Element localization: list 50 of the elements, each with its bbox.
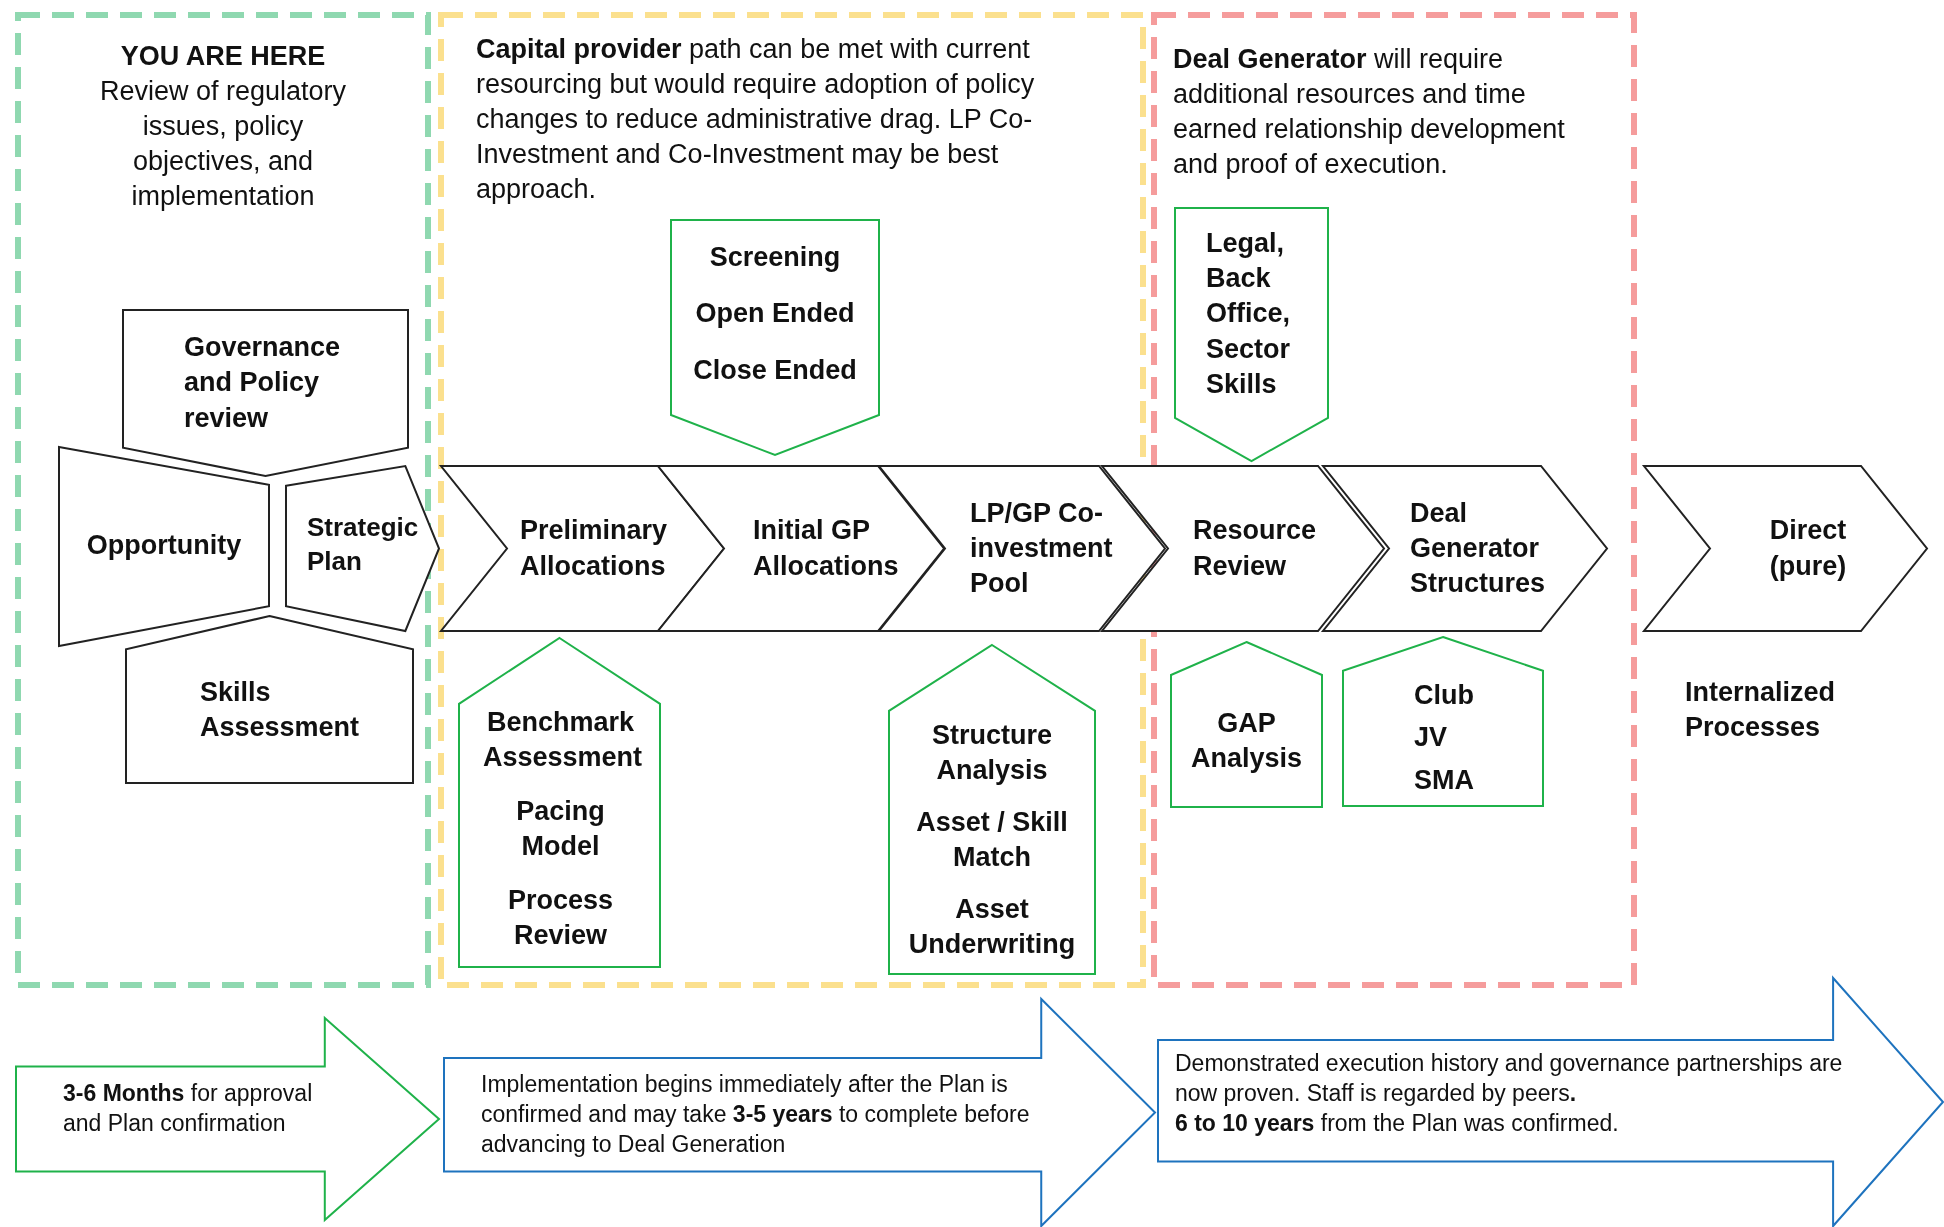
pentagon-callout xyxy=(122,309,409,477)
timeline-text: Demonstrated execution history and governance partnerships are now proven. Staff is regarded by peers. xyxy=(1175,1049,1844,1108)
pentagon-callout xyxy=(670,219,880,456)
step-label: Preliminary Allocations xyxy=(520,514,669,583)
timeline-text: Implementation begins immediately after the Plan is confirmed and may take 3-5 years to complete before advancing to Deal Generation xyxy=(481,1070,1031,1159)
description-text: Capital provider path can be met with current resourcing but would require adoption of policy changes to reduce administrative drag. LP Co-Investment and Co-Investment may be best approach. xyxy=(476,33,1036,207)
step-label: Governance and Policy review xyxy=(184,331,342,435)
pentagon-callout xyxy=(1174,207,1329,462)
callout-label: Close Ended xyxy=(692,354,858,388)
timeline-text: 3-6 Months for approval and Plan confirmation xyxy=(63,1079,314,1138)
step-label: Initial GP Allocations xyxy=(753,514,900,583)
callout-label: Asset Underwriting xyxy=(907,892,1077,961)
pentagon-callout xyxy=(125,615,414,784)
pentagon-callout xyxy=(888,644,1096,975)
description-text: Review of regulatory issues, policy objectives, and implementation xyxy=(98,74,348,214)
heading: YOU ARE HERE xyxy=(119,40,327,73)
step-label: Skills Assessment xyxy=(200,675,361,744)
dashed-region xyxy=(15,12,431,988)
pentagon-callout xyxy=(1342,636,1544,807)
step-label: LP/GP Co-investment Pool xyxy=(970,496,1114,601)
timeline-text: 6 to 10 years from the Plan was confirmed. xyxy=(1175,1108,1620,1138)
arrow-banner xyxy=(443,998,1156,1227)
step-shape xyxy=(285,465,440,632)
callout-label: Asset / Skill Match xyxy=(915,805,1069,874)
step-label: Resource Review xyxy=(1193,514,1318,583)
chevron-step xyxy=(1322,465,1608,632)
callout-label: Structure Analysis xyxy=(931,719,1053,788)
arrow-banner xyxy=(1157,977,1944,1227)
step-label: Deal Generator Structures xyxy=(1410,496,1547,601)
callout-label: Screening xyxy=(708,240,842,274)
chevron-step xyxy=(440,465,725,632)
callout-label: Process Review xyxy=(506,884,615,953)
dashed-region xyxy=(438,12,1146,988)
step-label: Direct (pure) xyxy=(1768,514,1848,583)
step-label: Strategic Plan xyxy=(307,511,420,578)
callout-label: GAP Analysis xyxy=(1189,706,1304,775)
callout-label: Legal, Back Office, Sector Skills xyxy=(1206,227,1292,401)
arrow-banner xyxy=(15,1017,440,1221)
trapezoid-shape xyxy=(58,446,270,647)
callout-label: SMA xyxy=(1414,764,1475,798)
pentagon-callout xyxy=(458,637,661,968)
dashed-region xyxy=(1151,12,1637,988)
step-label: Opportunity xyxy=(85,529,243,563)
callout-label: Open Ended xyxy=(694,297,856,331)
callout-label: Pacing Model xyxy=(515,794,606,863)
callout-label: JV xyxy=(1414,721,1449,755)
callout-label: Club xyxy=(1414,678,1475,712)
caption-text: Internalized Processes xyxy=(1685,676,1837,745)
pentagon-callout xyxy=(1170,641,1323,808)
description-text: Deal Generator will require additional resources and time earned relationship development and proof of execution. xyxy=(1173,43,1566,182)
